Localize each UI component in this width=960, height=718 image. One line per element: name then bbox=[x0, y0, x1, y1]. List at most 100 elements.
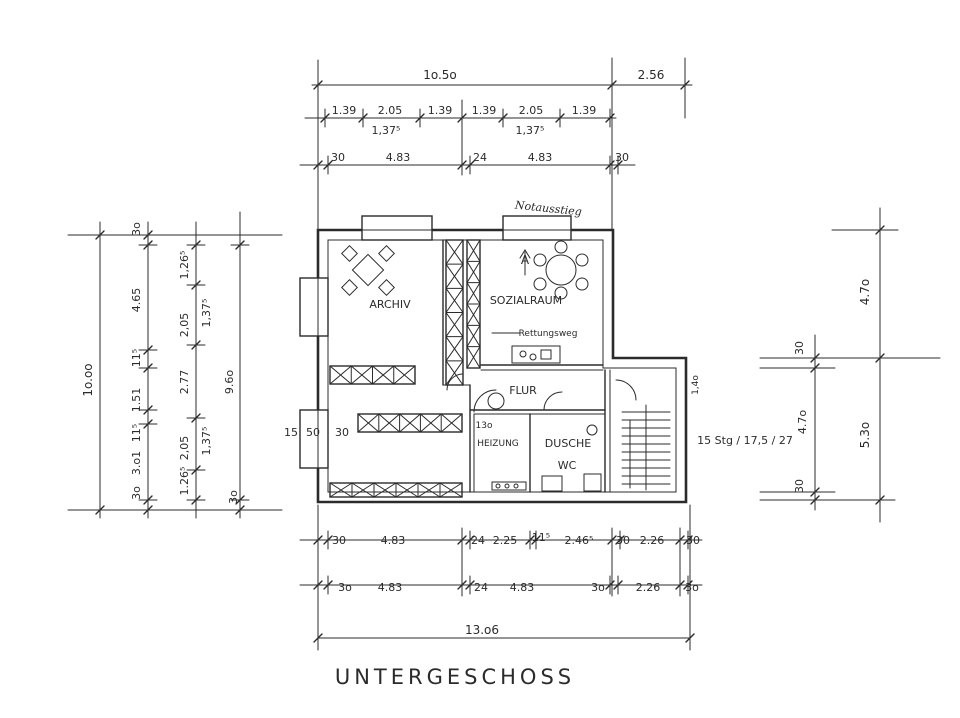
boiler-valve bbox=[495, 483, 501, 489]
dimension-tick bbox=[457, 535, 467, 545]
archiv-table-set bbox=[341, 245, 395, 296]
dim-top-overall: 1o.5o bbox=[423, 68, 457, 82]
dimension-tick bbox=[555, 113, 565, 123]
room-label-wc: WC bbox=[558, 459, 577, 472]
dimension-tick bbox=[615, 535, 625, 545]
dim-top-segment: 1.39 bbox=[472, 104, 497, 117]
dimension-tick bbox=[415, 113, 425, 123]
shelf-cross bbox=[439, 482, 463, 498]
dimension-tick bbox=[143, 495, 153, 505]
dim-top-wall: 4.83 bbox=[528, 151, 553, 164]
dim-top-wall: 24 bbox=[473, 151, 487, 164]
dimension-tick bbox=[875, 225, 885, 235]
shelf-cross bbox=[393, 365, 416, 385]
boiler-valve bbox=[513, 483, 519, 489]
dim-top-window-height: 1,37⁵ bbox=[516, 124, 545, 137]
dimension-tick bbox=[143, 240, 153, 250]
dim-left-chain-b: 2,05 bbox=[178, 313, 191, 338]
room-labels: ARCHIV SOZIALRAUM FLUR HEIZUNG DUSCHE WC bbox=[369, 294, 591, 472]
outer-wall bbox=[316, 228, 688, 504]
chair bbox=[575, 253, 589, 267]
dim-top-annex: 2.56 bbox=[638, 68, 665, 82]
chair bbox=[533, 277, 547, 291]
door-swing-stair bbox=[615, 379, 637, 401]
dimension-tick bbox=[605, 160, 615, 170]
chair bbox=[533, 253, 547, 267]
dim-left-window-height: 1,37⁵ bbox=[200, 427, 213, 456]
dimension-tick bbox=[683, 535, 693, 545]
shelf-cross bbox=[399, 413, 421, 433]
dim-bottom-row1: 2.46⁵ bbox=[565, 534, 594, 547]
dim-left-chain-a: 3.o1 bbox=[130, 451, 143, 475]
dim-left-wall: 3o bbox=[227, 490, 240, 504]
dim-left-chain-a: 4.65 bbox=[130, 288, 143, 313]
dimension-tick bbox=[498, 113, 508, 123]
dim-left-chain-b: 1.26⁵ bbox=[178, 467, 191, 496]
dim-right-chain: 30 bbox=[793, 479, 806, 493]
dimension-tick bbox=[605, 580, 615, 590]
note-window-dimension: 50 bbox=[306, 426, 320, 439]
room-label-sozialraum: SOZIALRAUM bbox=[490, 294, 562, 307]
shelf-cross bbox=[445, 287, 464, 313]
furniture bbox=[341, 240, 602, 492]
dim-left-chain-a: 11⁵ bbox=[130, 424, 143, 442]
shelf-cross bbox=[440, 413, 463, 433]
door-swing-dusche bbox=[543, 391, 563, 411]
dimension-tick bbox=[875, 353, 885, 363]
dimension-tick bbox=[191, 495, 201, 505]
door-swing-heizung bbox=[473, 389, 497, 413]
chair bbox=[341, 245, 358, 262]
dimension-tick bbox=[323, 535, 333, 545]
dim-right-chain: 30 bbox=[793, 341, 806, 355]
dimension-tick bbox=[313, 160, 323, 170]
room-label-dusche: DUSCHE bbox=[545, 437, 591, 450]
dimension-tick bbox=[810, 363, 820, 373]
dimension-tick bbox=[143, 405, 153, 415]
dimension-tick bbox=[313, 580, 323, 590]
washbasin bbox=[583, 473, 602, 492]
dimension-tick bbox=[95, 505, 105, 515]
dimension-tick bbox=[525, 535, 535, 545]
dimension-tick bbox=[235, 240, 245, 250]
shelf-cross bbox=[329, 365, 352, 385]
drawing-title: UNTERGESCHOSS bbox=[335, 665, 575, 689]
shelf-cross bbox=[419, 413, 442, 433]
hob bbox=[519, 350, 527, 358]
dimension-tick bbox=[235, 505, 245, 515]
dimension-tick bbox=[323, 580, 333, 590]
shelf-cross bbox=[445, 239, 464, 265]
dim-bottom-row2: 3o bbox=[591, 581, 605, 594]
dimension-tick bbox=[457, 113, 467, 123]
chair bbox=[341, 279, 358, 296]
dim-right-overall: 4.7o bbox=[858, 279, 872, 305]
dimension-tick bbox=[613, 580, 623, 590]
dimension-tick bbox=[465, 535, 475, 545]
boiler bbox=[491, 481, 527, 491]
shelf-cross bbox=[351, 482, 375, 498]
chair bbox=[378, 245, 395, 262]
shelf-cross bbox=[357, 413, 380, 433]
dimension-tick bbox=[313, 633, 323, 643]
north-arrow-label: A bbox=[521, 253, 530, 267]
door-swing-archiv bbox=[446, 373, 464, 391]
dimension-tick bbox=[191, 413, 201, 423]
shelf-cross bbox=[445, 360, 464, 386]
dimension-tick bbox=[465, 160, 475, 170]
dim-bottom-row2: 4.83 bbox=[378, 581, 403, 594]
dimension-tick bbox=[323, 160, 333, 170]
inner-wall-face bbox=[327, 239, 677, 493]
dim-bottom-overall: 13.o6 bbox=[465, 623, 499, 637]
dim-bottom-row1: 2.25 bbox=[493, 534, 518, 547]
dim-bottom-row1: 30 bbox=[686, 534, 700, 547]
sozialraum-table-set bbox=[533, 240, 589, 300]
dimension-tick bbox=[191, 240, 201, 250]
chair bbox=[575, 277, 589, 291]
dim-left-chain-a: 3o bbox=[130, 222, 143, 236]
dim-bottom-row1: 4.83 bbox=[381, 534, 406, 547]
dimension-tick bbox=[191, 340, 201, 350]
dimension-tick bbox=[675, 535, 685, 545]
dimension-tick bbox=[607, 80, 617, 90]
dim-bottom-row1: 11⁵ bbox=[532, 531, 550, 544]
note-heizung-width: 13o bbox=[476, 421, 493, 431]
dim-top-segment: 1.39 bbox=[572, 104, 597, 117]
